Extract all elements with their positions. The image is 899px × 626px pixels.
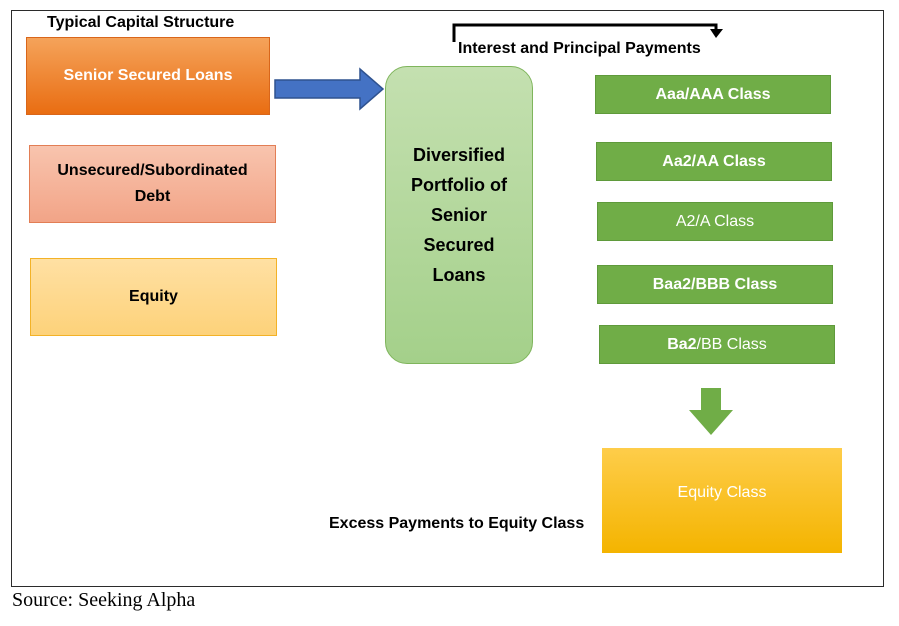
bracket-arrow-icon	[452, 23, 723, 42]
tranche-aa-label: Aa2/AA Class	[662, 152, 766, 170]
equity-class-box: Equity Class	[602, 448, 842, 553]
senior-secured-loans-box: Senior Secured Loans	[26, 37, 270, 115]
unsecured-debt-label: Unsecured/Subordinated Debt	[57, 162, 248, 205]
portfolio-label: Diversified Portfolio of Senior Secured …	[411, 145, 507, 285]
tranche-a-label: A2/A Class	[675, 212, 755, 230]
tranche-aa: Aa2/AA Class	[596, 142, 832, 181]
tranche-bb: Ba2/BB Class	[599, 325, 835, 364]
excess-payments-label: Excess Payments to Equity Class	[329, 515, 585, 532]
portfolio-box: Diversified Portfolio of Senior Secured …	[385, 66, 533, 364]
senior-secured-loans-label: Senior Secured Loans	[63, 67, 233, 84]
tranche-bb-rating-bold: Ba2	[667, 335, 697, 353]
tranche-bb-rating-rest: /BB Class	[696, 335, 767, 353]
tranche-bb-label: Ba2/BB Class	[667, 332, 767, 358]
equity-box: Equity	[30, 258, 277, 336]
tranche-a: A2/A Class	[597, 202, 833, 241]
tranche-aaa: Aaa/AAA Class	[595, 75, 831, 114]
source-caption: Source: Seeking Alpha	[12, 589, 196, 611]
right-arrow-icon	[274, 67, 385, 111]
down-arrow-icon	[689, 388, 733, 435]
tranche-bbb: Baa2/BBB Class	[597, 265, 833, 304]
equity-class-label: Equity Class	[677, 484, 767, 501]
unsecured-debt-box: Unsecured/Subordinated Debt	[29, 145, 276, 223]
diagram-title: Typical Capital Structure	[47, 14, 235, 31]
payments-label: Interest and Principal Payments	[458, 40, 701, 57]
equity-label: Equity	[129, 288, 178, 305]
tranche-aaa-label: Aaa/AAA Class	[655, 85, 771, 103]
tranche-bbb-label: Baa2/BBB Class	[652, 275, 778, 293]
